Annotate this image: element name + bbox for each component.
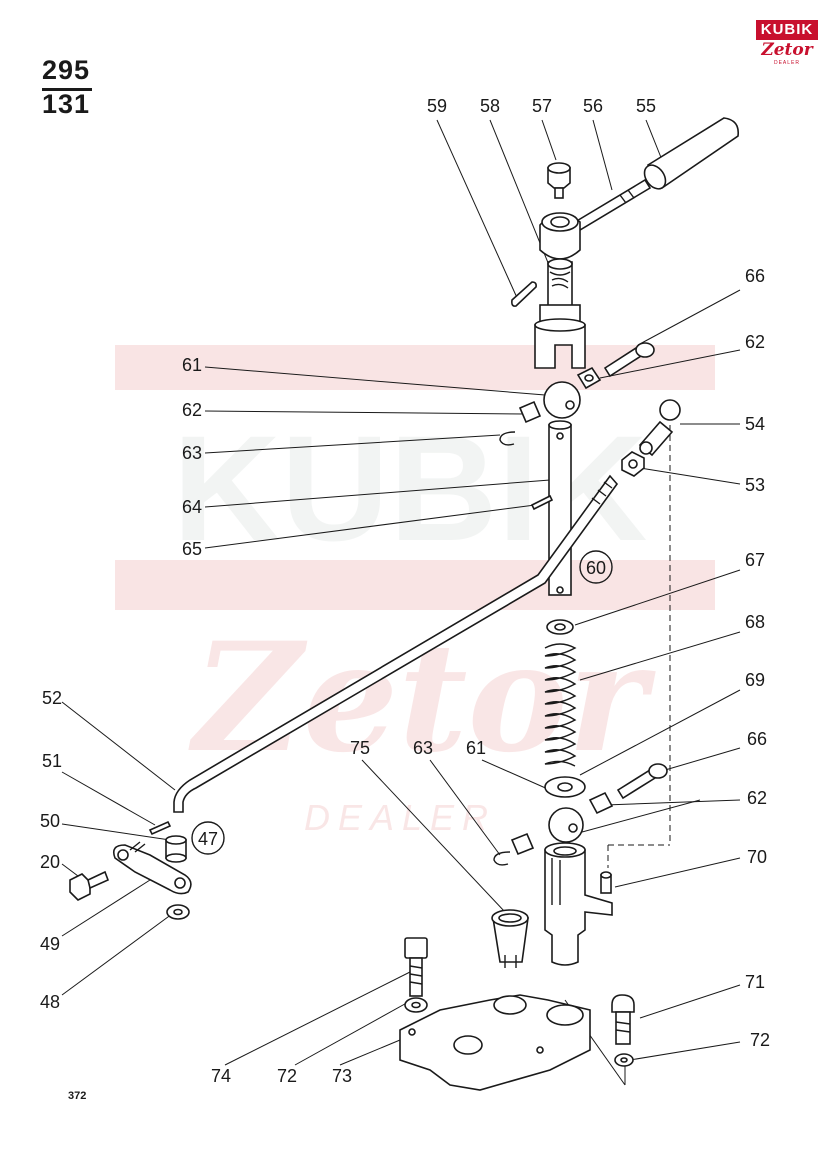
part-number-labels: 59 58 57 56 55 66 62 61 62 63 54 53 64 6…	[40, 96, 770, 1086]
housing-70	[544, 842, 613, 966]
logo-sub-text: DEALER	[773, 60, 800, 66]
circlip-63-lower	[493, 851, 511, 866]
watermark: KUBIK Zetor DEALER	[115, 345, 715, 838]
brand-logo: KUBIK Zetor DEALER	[756, 16, 818, 72]
ball-61-lower	[548, 807, 584, 843]
part-label-57: 57	[532, 96, 552, 116]
washer-48	[166, 904, 190, 920]
part-label-62-upper-right: 62	[745, 332, 765, 352]
part-label-69: 69	[745, 670, 765, 690]
part-label-60: 60	[586, 558, 606, 578]
lever-head	[539, 212, 581, 260]
part-label-20: 20	[40, 852, 60, 872]
ball-61-upper	[543, 381, 581, 419]
bolt-71	[611, 994, 635, 1045]
part-label-65: 65	[182, 539, 202, 559]
cap-screw-57	[547, 162, 571, 199]
part-label-51: 51	[42, 751, 62, 771]
circlip-63-upper	[499, 431, 516, 446]
part-label-66-upper: 66	[745, 266, 765, 286]
part-label-66-lower: 66	[747, 729, 767, 749]
bolt-74	[404, 937, 428, 997]
slide-block-62-upper-right	[576, 366, 602, 390]
part-label-71: 71	[745, 972, 765, 992]
logo-brand-text: Zetor	[761, 40, 813, 60]
ball-joint-54	[638, 399, 681, 457]
sheet-number: 372	[68, 1090, 87, 1102]
forked-sleeve	[534, 304, 586, 369]
lever-rod-56	[568, 178, 652, 235]
slide-block-62-lower-right	[588, 791, 614, 815]
part-label-59: 59	[427, 96, 447, 116]
part-label-63-upper: 63	[182, 443, 202, 463]
base-bracket-73	[399, 994, 591, 1091]
part-label-53: 53	[745, 475, 765, 495]
part-label-58: 58	[480, 96, 500, 116]
watermark-brand: Zetor	[188, 610, 656, 786]
watermark-sub: DEALER	[304, 797, 496, 838]
watermark-word: KUBIK	[173, 404, 648, 572]
nut-53	[621, 451, 645, 477]
page-number-bottom: 131	[42, 89, 91, 119]
leader-lines	[61, 119, 741, 1086]
part-label-72-right: 72	[750, 1030, 770, 1050]
spring-68	[544, 643, 577, 767]
bolt-66-upper	[603, 342, 655, 378]
pin-59	[511, 281, 537, 307]
shift-rod-52	[173, 474, 619, 813]
bushing-50	[165, 835, 187, 863]
logo-top-text: KUBIK	[756, 20, 818, 40]
part-label-52: 52	[42, 688, 62, 708]
watermark-band-bottom	[115, 560, 715, 610]
part-label-74: 74	[211, 1066, 231, 1086]
lever-arm-49	[112, 841, 192, 895]
pin-51	[148, 820, 172, 836]
part-label-61-lower: 61	[466, 738, 486, 758]
bushing-75	[491, 909, 529, 968]
part-label-61-upper: 61	[182, 355, 202, 375]
washer-69	[544, 776, 586, 798]
part-label-73: 73	[332, 1066, 352, 1086]
pin-65	[530, 494, 554, 511]
part-label-75: 75	[350, 738, 370, 758]
part-label-47: 47	[198, 829, 218, 849]
lever-knob-55	[643, 117, 740, 190]
circled-label-47: 47	[191, 821, 225, 855]
part-label-64: 64	[182, 497, 202, 517]
bolt-20	[69, 870, 110, 901]
washer-72-right	[614, 1053, 634, 1067]
page-number-top: 295	[42, 55, 91, 85]
circled-label-60: 60	[579, 550, 613, 584]
washer-72-left	[404, 997, 428, 1013]
part-label-67: 67	[745, 550, 765, 570]
part-label-55: 55	[636, 96, 656, 116]
part-label-49: 49	[40, 934, 60, 954]
part-label-50: 50	[40, 811, 60, 831]
washer-67	[546, 619, 574, 635]
part-label-70: 70	[747, 847, 767, 867]
part-label-56: 56	[583, 96, 603, 116]
part-label-63-lower: 63	[413, 738, 433, 758]
part-label-54: 54	[745, 414, 765, 434]
part-label-62-lower: 62	[747, 788, 767, 808]
slide-block-62-upper-left	[518, 400, 542, 424]
part-label-72-left: 72	[277, 1066, 297, 1086]
part-label-68: 68	[745, 612, 765, 632]
slide-block-62-lower-left	[510, 832, 535, 856]
bolt-66-lower	[616, 763, 668, 800]
part-label-48: 48	[40, 992, 60, 1012]
part-label-62-upper-left: 62	[182, 400, 202, 420]
page-number-divider	[42, 88, 92, 91]
upper-tube-58	[547, 258, 573, 311]
